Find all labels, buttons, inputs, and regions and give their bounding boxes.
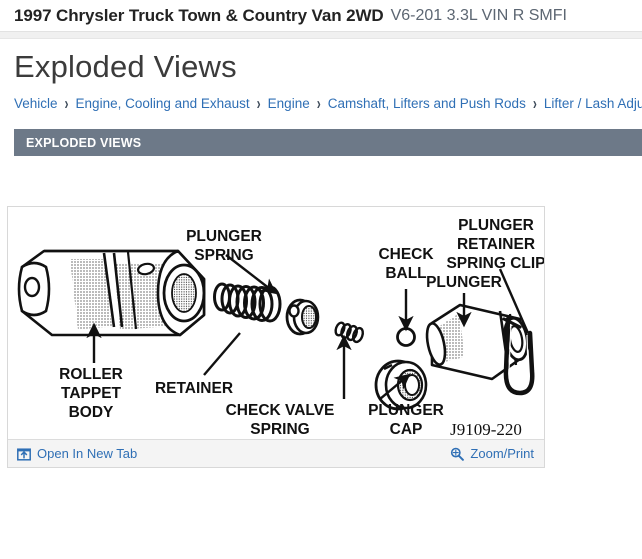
callout-plunger-spring-line1: PLUNGER	[186, 228, 262, 245]
vehicle-name: 1997 Chrysler Truck Town & Country Van 2…	[14, 5, 384, 25]
vehicle-header: 1997 Chrysler Truck Town & Country Van 2…	[0, 0, 642, 31]
breadcrumb-item-camshaft-lifters-and-push-rods[interactable]: Camshaft, Lifters and Push Rods	[327, 95, 526, 111]
diagram-toolbar: Open In New Tab Zoom/Print	[8, 439, 544, 467]
vehicle-engine: V6-201 3.3L VIN R SMFI	[390, 6, 567, 24]
part-plunger-retainer-spring-clip	[502, 316, 535, 396]
part-check-ball	[396, 327, 416, 347]
exploded-view-panel: PLUNGER SPRING CHECK BALL PLUNGER PLUNGE…	[7, 206, 545, 468]
part-roller-tappet-body	[17, 249, 206, 337]
exploded-view-diagram[interactable]: PLUNGER SPRING CHECK BALL PLUNGER PLUNGE…	[8, 207, 544, 439]
breadcrumb-item-engine[interactable]: Engine	[267, 95, 310, 111]
breadcrumb-item-engine-cooling-and-exhaust[interactable]: Engine, Cooling and Exhaust	[75, 95, 250, 111]
callout-plunger-cap-line2: CAP	[390, 421, 423, 438]
callout-roller-tappet-body-line2: TAPPET	[61, 385, 122, 402]
open-in-new-tab-button[interactable]: Open In New Tab	[17, 446, 137, 461]
zoom-print-button[interactable]: Zoom/Print	[450, 446, 534, 461]
callout-plunger-cap-line1: PLUNGER	[368, 402, 444, 419]
callout-plunger-spring-line2: SPRING	[194, 247, 253, 264]
callout-plunger: PLUNGER	[426, 274, 502, 291]
breadcrumb-item-vehicle[interactable]: Vehicle	[14, 95, 58, 111]
figure-number: J9109-220	[450, 420, 522, 439]
callout-spring-clip-line2: RETAINER	[457, 236, 535, 253]
section-header-exploded-views: EXPLODED VIEWS	[14, 129, 642, 156]
callout-check-valve-spring-line2: SPRING	[250, 421, 309, 438]
callout-retainer: RETAINER	[155, 380, 233, 397]
external-window-icon	[17, 447, 31, 461]
leader-spring-clip	[498, 268, 530, 334]
callout-roller-tappet-body-line1: ROLLER	[59, 366, 123, 383]
chevron-right-icon: ›	[64, 92, 69, 114]
part-retainer	[285, 298, 320, 336]
leader-plunger-cap	[379, 373, 411, 400]
leader-plunger-spring	[225, 254, 277, 295]
section-header-label: EXPLODED VIEWS	[26, 135, 142, 150]
callout-check-valve-spring-line1: CHECK VALVE	[226, 402, 335, 419]
callout-check-ball-line2: BALL	[385, 265, 426, 282]
magnifier-icon	[450, 447, 465, 461]
callout-check-ball-line1: CHECK	[378, 246, 434, 263]
callout-roller-tappet-body-line3: BODY	[69, 404, 114, 421]
header-divider	[0, 31, 642, 39]
chevron-right-icon: ›	[532, 92, 537, 114]
open-in-new-tab-label: Open In New Tab	[37, 446, 138, 461]
breadcrumb-item-lifter-lash-adjuster[interactable]: Lifter / Lash Adjuster	[543, 95, 642, 111]
breadcrumb: Vehicle › Engine, Cooling and Exhaust › …	[0, 86, 642, 114]
chevron-right-icon: ›	[256, 92, 261, 114]
leader-retainer	[203, 332, 241, 376]
callout-spring-clip-line1: PLUNGER	[458, 217, 534, 234]
callout-spring-clip-line3: SPRING CLIP	[446, 255, 544, 272]
diagram-viewport[interactable]: PLUNGER SPRING CHECK BALL PLUNGER PLUNGE…	[8, 207, 544, 439]
page-title: Exploded Views	[14, 49, 237, 84]
zoom-print-label: Zoom/Print	[470, 446, 534, 461]
chevron-right-icon: ›	[316, 92, 321, 114]
